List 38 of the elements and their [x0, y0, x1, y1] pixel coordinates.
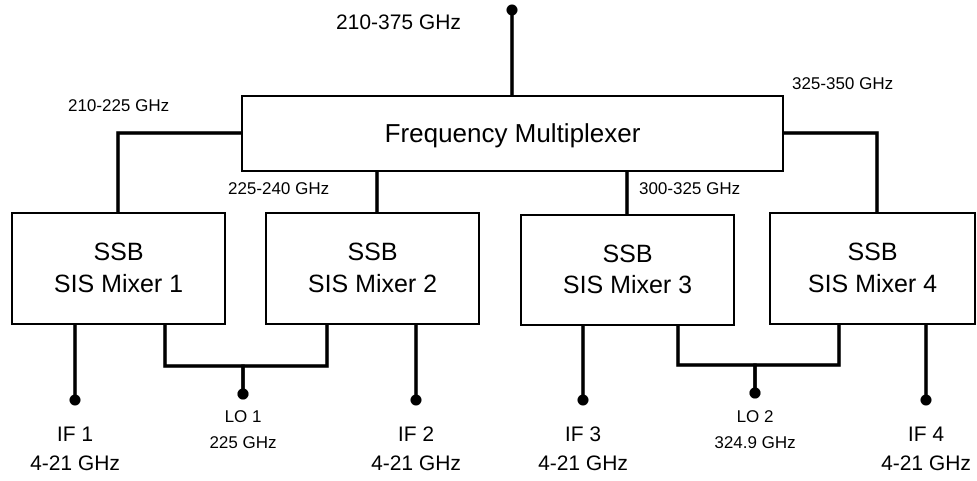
- block-label: Frequency Multiplexer: [384, 117, 640, 150]
- port-label: IF 1: [56, 422, 94, 448]
- connector-line: [375, 172, 379, 212]
- connector-line: [578, 326, 588, 406]
- port-label: 4-21 GHz: [30, 451, 120, 477]
- block-label: SIS Mixer 2: [308, 268, 438, 300]
- block-label: SIS Mixer 1: [54, 268, 184, 300]
- connector-line: [784, 131, 879, 212]
- lo-label: 225 GHz: [209, 432, 277, 454]
- block-box: [265, 212, 480, 325]
- connector-line: [70, 325, 80, 406]
- block-box: [11, 212, 226, 325]
- connector-line: [410, 325, 422, 406]
- block-box: [520, 214, 735, 326]
- port-label: 4-21 GHz: [538, 451, 628, 477]
- lo-label: LO 1: [224, 406, 262, 428]
- port-label: 4-21 GHz: [881, 451, 971, 477]
- port-label: IF 3: [564, 422, 602, 448]
- block-label: SSB: [602, 238, 653, 270]
- input-label: 210-375 GHz: [336, 10, 461, 36]
- block-box: [769, 212, 976, 325]
- connector-line: [625, 172, 629, 214]
- block-label: SIS Mixer 3: [562, 270, 692, 301]
- port-label: IF 4: [908, 422, 944, 448]
- connector-line: [506, 4, 518, 95]
- port-label: 4-21 GHz: [371, 451, 461, 477]
- block-label: SSB: [347, 237, 398, 268]
- port-label: IF 2: [398, 422, 434, 448]
- lo-label: 324.9 GHz: [714, 432, 796, 454]
- block-box: [241, 95, 784, 172]
- connector-line: [116, 131, 241, 212]
- block-label: SSB: [93, 237, 144, 268]
- block-label: SSB: [847, 237, 898, 268]
- lo-label: LO 2: [736, 406, 774, 428]
- block-label: SIS Mixer 4: [808, 268, 938, 300]
- connector-line: [920, 325, 932, 406]
- connector-line: [238, 325, 329, 400]
- connector-line: [750, 325, 841, 398]
